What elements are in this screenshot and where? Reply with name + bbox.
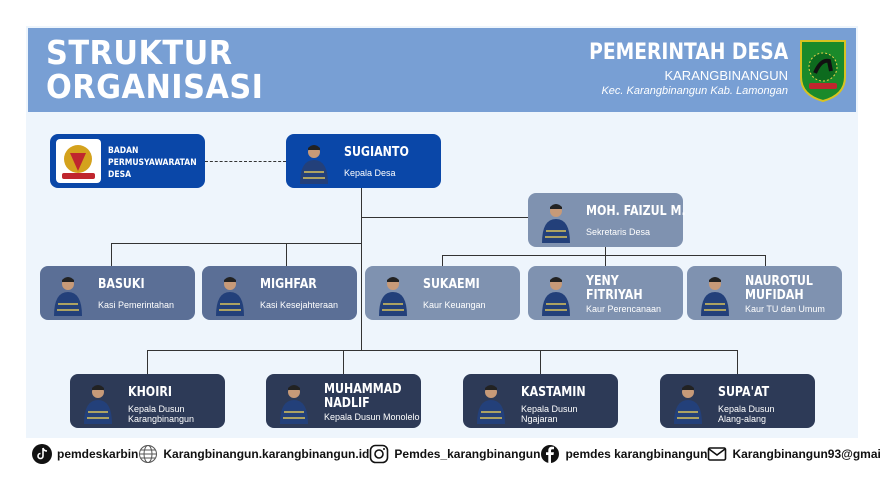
connector-dusun-drop [343, 350, 344, 374]
member-photo [216, 277, 244, 316]
member-name-line: MUFIDAH [745, 288, 804, 303]
member-name: SUKAEMI [423, 277, 480, 292]
connector-kaur-stem [605, 247, 606, 255]
tiktok-icon [32, 444, 52, 464]
member-name: SUPA'AT [718, 385, 770, 400]
bpd-emblem-logo [56, 139, 101, 183]
footer-text: Pemdes_karangbinangun [394, 447, 541, 461]
connector-kaur-drop [442, 255, 443, 266]
government-label: PEMERINTAH DESA KARANGBINANGUN Kec. Kara… [554, 40, 788, 97]
member-role-line: Kepala Dusun [718, 404, 775, 414]
member-name-line: NADLIF [324, 396, 370, 411]
footer-tiktok[interactable]: pemdeskarbin [32, 444, 138, 464]
member-role-line: Kepala Dusun [128, 404, 185, 414]
connector-kaur-drop [605, 255, 606, 266]
member-photo [542, 277, 570, 316]
member-role-line: Ngajaran [521, 414, 558, 424]
lamongan-crest-logo [800, 40, 846, 103]
member-name-line: NAUROTUL [745, 274, 813, 289]
connector-secretary [361, 217, 528, 218]
bpd-line-2: PERMUSYAWARATAN [108, 158, 197, 168]
footer-website[interactable]: Karangbinangun.karangbinangun.id [138, 444, 369, 464]
member-box[interactable]: SUGIANTO Kepala Desa [286, 134, 441, 188]
member-name: BASUKI [98, 277, 145, 292]
bpd-line-1: BADAN [108, 146, 139, 156]
title-line-2: ORGANISASI [46, 67, 264, 106]
village-name: KARANGBINANGUN [664, 68, 788, 83]
connector-dusun-drop [147, 350, 148, 374]
member-name-line: MUHAMMAD [324, 382, 402, 397]
member-role-line: Karangbinangun [128, 414, 195, 424]
connector-main-vertical [361, 188, 362, 350]
connector-kasi-drop [286, 243, 287, 266]
connector-bpd [205, 161, 286, 162]
member-role: Sekretaris Desa [586, 227, 651, 237]
member-photo [542, 204, 570, 243]
footer-text: Karangbinangun93@gmail.com [732, 447, 880, 461]
mail-icon [708, 447, 727, 461]
member-role: Kasi Kesejahteraan [260, 300, 339, 310]
gov-title: PEMERINTAH DESA [588, 40, 788, 65]
member-role: Kaur Keuangan [423, 300, 486, 310]
member-name: SUGIANTO [344, 145, 409, 160]
instagram-icon [370, 444, 389, 464]
member-role: Kaur TU dan Umum [745, 304, 825, 314]
connector-kasi [111, 243, 361, 244]
member-role: Kasi Pemerintahan [98, 300, 175, 310]
member-box[interactable]: MIGHFAR Kasi Kesejahteraan [202, 266, 357, 320]
member-photo [674, 385, 702, 424]
globe-icon [139, 445, 158, 463]
connector-dusun [147, 350, 737, 351]
member-box[interactable]: SUKAEMI Kaur Keuangan [365, 266, 520, 320]
facebook-icon [541, 445, 560, 463]
header-banner [28, 28, 856, 112]
member-name-line: FITRIYAH [586, 288, 643, 303]
connector-dusun-drop [540, 350, 541, 374]
member-photo [280, 385, 308, 424]
member-name: MIGHFAR [260, 277, 317, 292]
connector-kaur-drop [765, 255, 766, 266]
member-role-line: Kepala Dusun [521, 404, 578, 414]
member-photo [379, 277, 407, 316]
connector-dusun-drop [737, 350, 738, 374]
member-role-line: Alang-alang [718, 414, 767, 424]
member-name: KHOIRI [128, 385, 172, 400]
bpd-box[interactable]: BADAN PERMUSYAWARATAN DESA [50, 134, 205, 188]
member-box[interactable]: MOH. FAIZUL M. Sekretaris Desa [528, 193, 686, 247]
member-photo [54, 277, 82, 316]
bpd-line-3: DESA [108, 170, 132, 180]
footer-contacts: pemdeskarbin Karangbinangun.karangbinang… [26, 438, 880, 470]
member-photo [84, 385, 112, 424]
member-role: Kaur Perencanaan [586, 304, 662, 314]
member-photo [477, 385, 505, 424]
district-name: Kec. Karangbinangun Kab. Lamongan [601, 85, 788, 97]
footer-text: pemdeskarbin [57, 447, 139, 461]
member-box[interactable]: BASUKI Kasi Pemerintahan [40, 266, 195, 320]
title-line-1: STRUKTUR [46, 33, 233, 72]
member-role: Kepala Desa [344, 168, 396, 178]
connector-kaur [442, 255, 765, 256]
member-role: Kepala Dusun Monolelo [324, 412, 420, 422]
member-photo [300, 145, 328, 184]
footer-email[interactable]: Karangbinangun93@gmail.com [707, 444, 880, 464]
footer-text: pemdes karangbinangun [565, 447, 708, 461]
member-name: MOH. FAIZUL M. [586, 204, 686, 219]
footer-text: Karangbinangun.karangbinangun.id [163, 447, 370, 461]
connector-kasi-drop [111, 243, 112, 266]
footer-facebook[interactable]: pemdes karangbinangun [540, 444, 707, 464]
member-name: KASTAMIN [521, 385, 586, 400]
footer-instagram[interactable]: Pemdes_karangbinangun [369, 444, 540, 464]
member-name-line: YENY [586, 274, 619, 289]
member-photo [701, 277, 729, 316]
